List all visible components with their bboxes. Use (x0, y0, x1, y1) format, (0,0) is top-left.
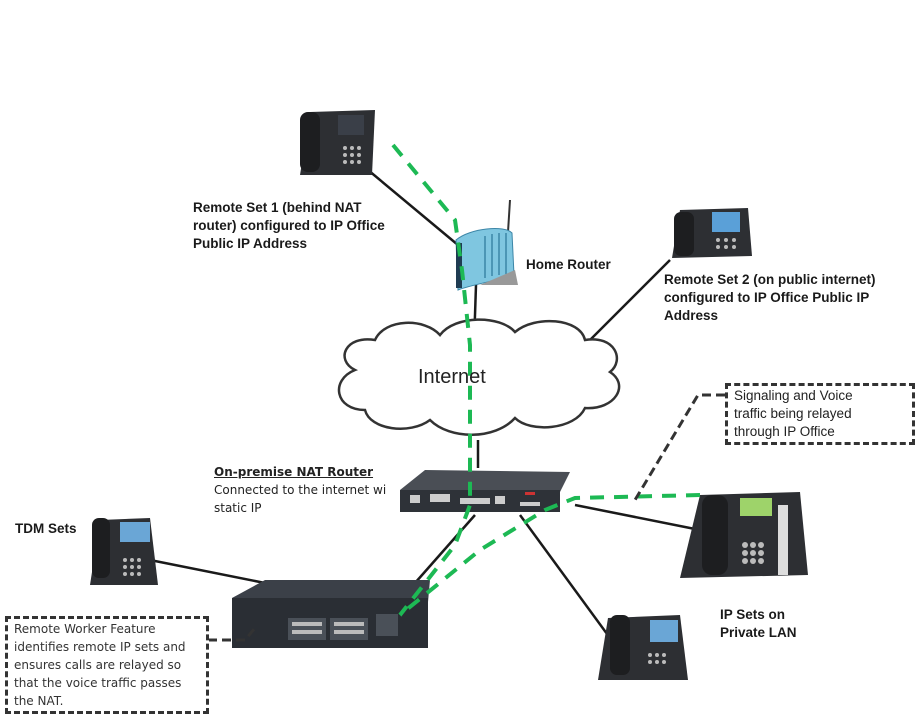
label-line: Address (664, 308, 719, 323)
internet-label: Internet (418, 366, 486, 388)
note-line: identifies remote IP sets and (14, 640, 186, 654)
signaling-callout-line (633, 393, 725, 501)
link-remoteset1-homerouter (367, 169, 459, 246)
nat-router-desc-line: Connected to the internet wi (214, 483, 387, 497)
remote-set-1-phone-icon (300, 110, 375, 175)
link-natrouter-ipset-upper (574, 503, 701, 532)
remote-set-2-phone-icon (672, 208, 752, 258)
tdm-sets-label: TDM Sets (15, 521, 77, 536)
ip-office-base-unit-icon (232, 580, 430, 648)
note-line: the NAT. (14, 694, 64, 708)
ip-set-phone-upper-icon (680, 492, 808, 578)
remote-set-1-label: Remote Set 1 (behind NAT router) configu… (193, 199, 385, 253)
note-line: Remote Worker Feature (14, 622, 156, 636)
label-line: Remote Set 2 (on public internet) (664, 272, 876, 287)
voice-path-local (398, 493, 701, 617)
note-line: Signaling and Voice (734, 388, 853, 403)
callout-connectors (208, 393, 725, 642)
nat-router-desc-line: static IP (214, 501, 262, 515)
remote-set-2-label: Remote Set 2 (on public internet) config… (664, 271, 876, 325)
tdm-set-phone-icon (90, 518, 158, 585)
nat-router-title: On-premise NAT Router (214, 465, 374, 479)
remote-worker-note: Remote Worker Feature identifies remote … (5, 616, 209, 714)
note-line: that the voice traffic passes (14, 676, 182, 690)
note-line: traffic being relayed (734, 406, 852, 421)
home-router-icon (455, 199, 518, 291)
nat-router-icon (400, 470, 570, 512)
internet-cloud (337, 318, 621, 436)
signaling-note: Signaling and Voice traffic being relaye… (725, 383, 915, 445)
remote-worker-callout-line (208, 627, 257, 642)
label-line: Private LAN (720, 625, 797, 640)
label-line: router) configured to IP Office (193, 218, 385, 233)
label-line: Public IP Address (193, 236, 308, 251)
link-natrouter-ipset-lower (518, 514, 612, 639)
ip-sets-label: IP Sets on Private LAN (720, 606, 797, 642)
note-line: through IP Office (734, 424, 835, 439)
note-line: ensures calls are relayed so (14, 658, 182, 672)
link-internet-remoteset2 (584, 259, 671, 346)
label-line: Remote Set 1 (behind NAT (193, 200, 362, 215)
voice-path (391, 143, 701, 617)
home-router-label: Home Router (526, 257, 611, 272)
voice-path-remote (391, 143, 472, 617)
label-line: IP Sets on (720, 607, 786, 622)
label-line: configured to IP Office Public IP (664, 290, 870, 305)
nat-router-label: On-premise NAT Router Connected to the i… (214, 463, 386, 517)
ip-set-phone-lower-icon (598, 615, 688, 680)
